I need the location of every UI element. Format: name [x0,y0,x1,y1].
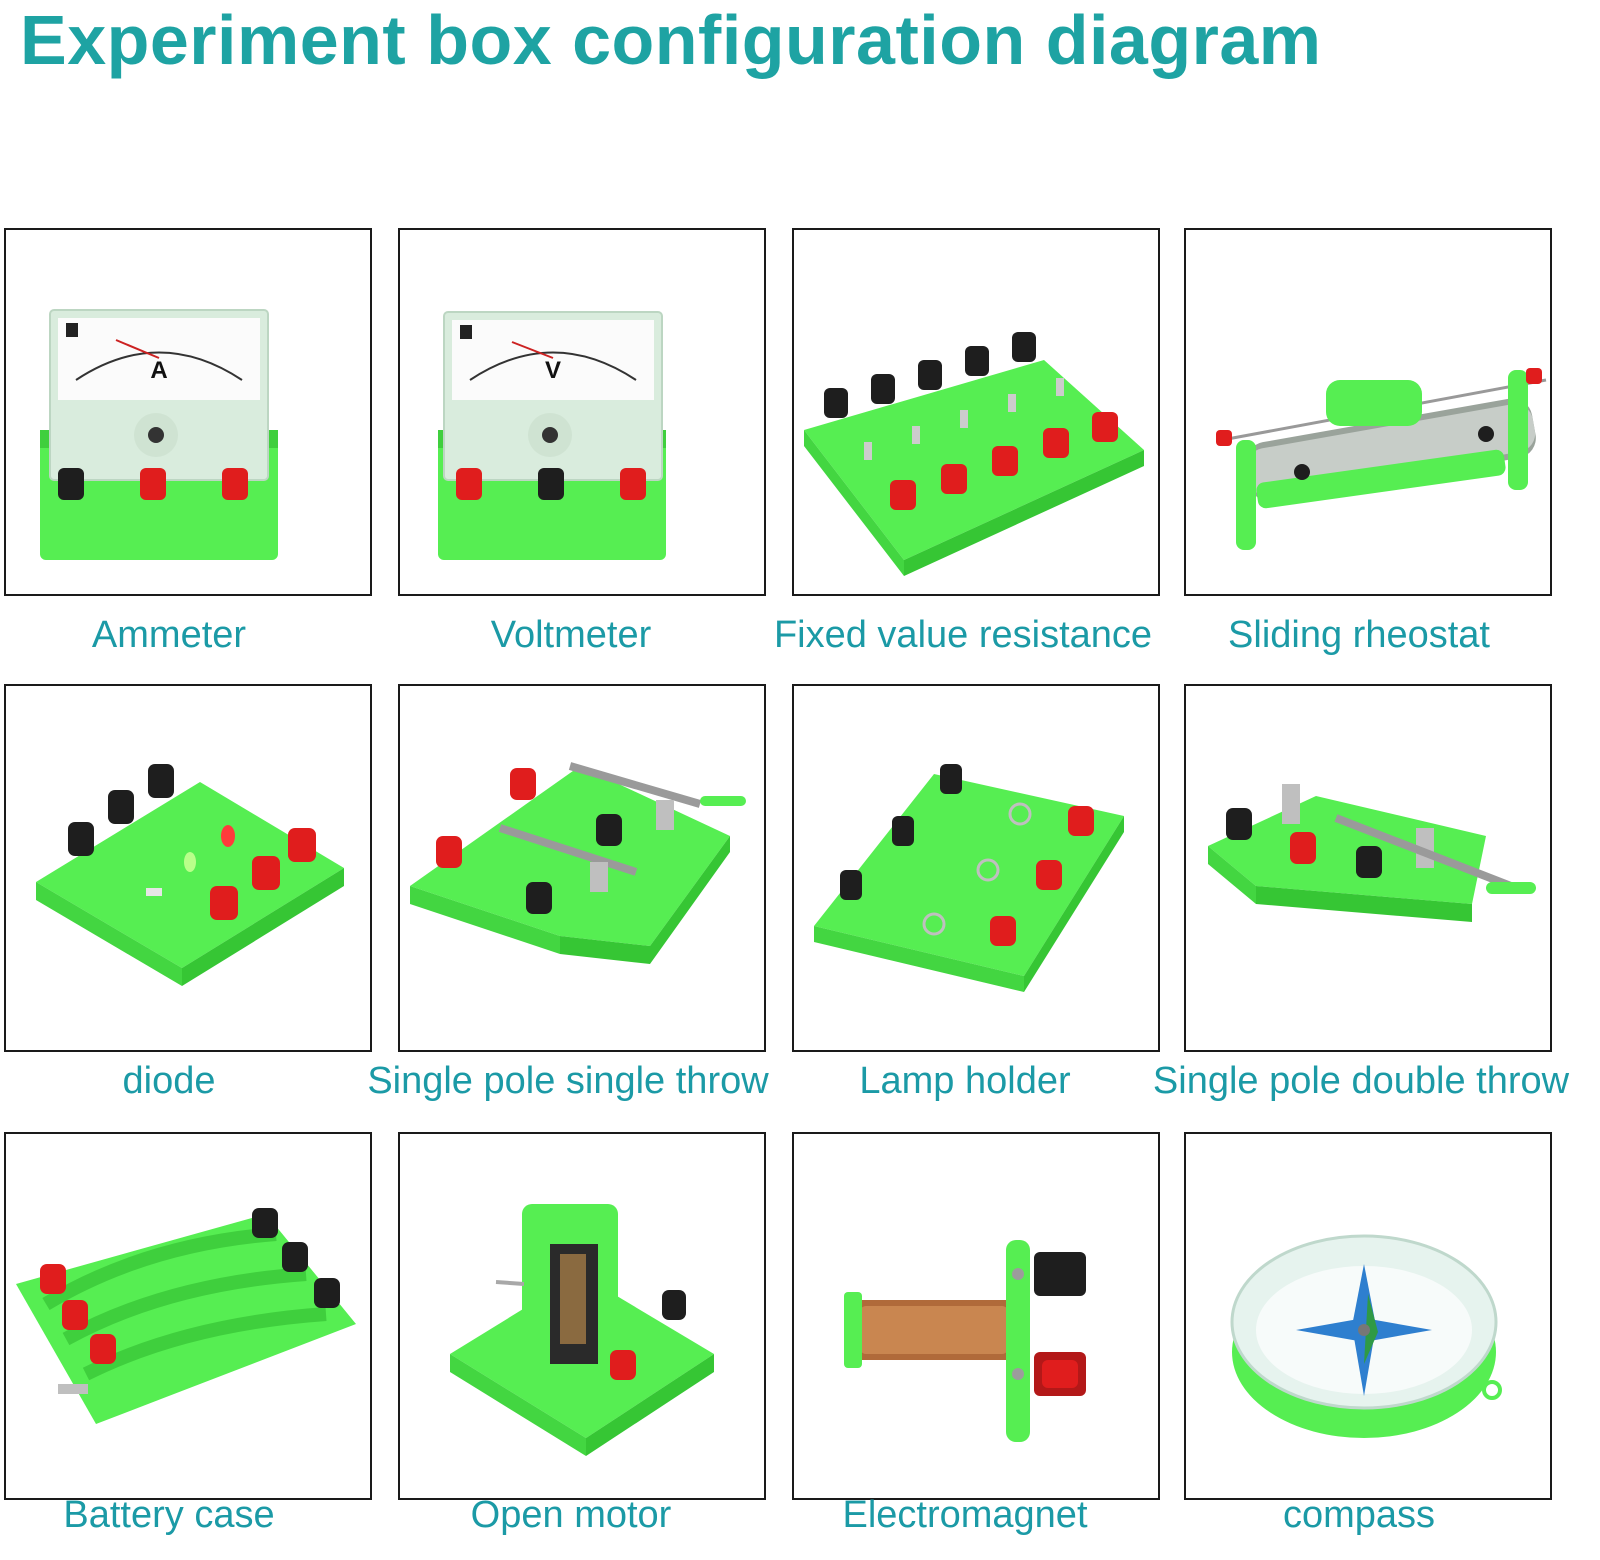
ammeter-icon: A [40,309,278,560]
battery-case-label: Battery case [63,1494,275,1536]
open-motor-label: Open motor [470,1494,672,1536]
ammeter-label: Ammeter [91,614,247,656]
meter-letter: V [545,357,561,384]
spst-switch-icon [410,762,746,964]
lamp-holder-label: Lamp holder [859,1060,1071,1102]
voltmeter-label: Voltmeter [490,614,652,656]
voltmeter-icon: V [438,311,666,560]
spdt-label: Single pole double throw [1152,1060,1570,1102]
compass-icon [1230,1234,1502,1438]
sliding-rheostat-tile [1184,228,1552,596]
battery-case-icon [16,1208,356,1424]
lamp-holder-icon [814,764,1124,992]
sliding-rheostat-label: Sliding rheostat [1228,614,1490,656]
spdt-switch-icon [1208,784,1536,922]
electromagnet-label: Electromagnet [842,1494,1088,1536]
electromagnet-tile [792,1132,1160,1500]
spst-tile [398,684,766,1052]
ammeter-tile: A [4,228,372,596]
fixed-resistance-tile [792,228,1160,596]
compass-tile [1184,1132,1552,1500]
battery-case-tile [4,1132,372,1500]
fixed-resistance-label: Fixed value resistance [773,614,1153,656]
diode-label: diode [122,1060,216,1102]
lamp-holder-tile [792,684,1160,1052]
resistor-board-icon [804,332,1144,576]
meter-letter: A [150,357,167,384]
spst-label: Single pole single throw [367,1060,769,1102]
compass-label: compass [1282,1494,1436,1536]
rheostat-icon [1216,368,1547,550]
open-motor-tile [398,1132,766,1500]
motor-icon [450,1204,714,1456]
spdt-tile [1184,684,1552,1052]
diode-tile [4,684,372,1052]
page-title: Experiment box configuration diagram [20,1,1322,79]
electromagnet-icon [844,1240,1086,1442]
diode-board-icon [36,764,344,986]
voltmeter-tile: V [398,228,766,596]
